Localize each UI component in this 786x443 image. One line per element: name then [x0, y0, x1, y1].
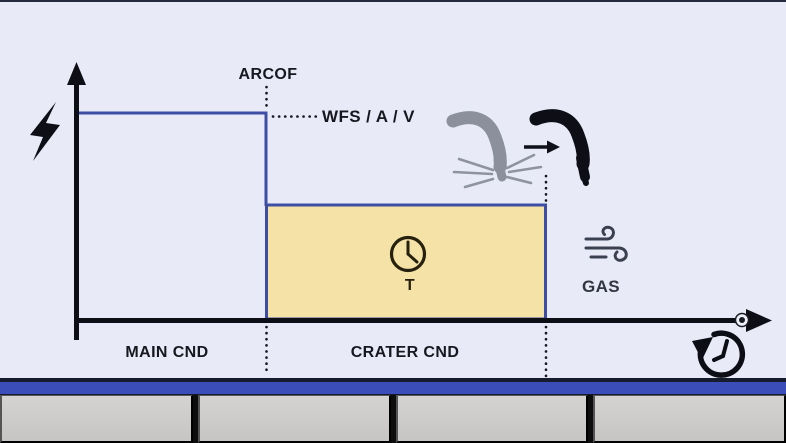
- arrow-right-icon: [524, 140, 560, 154]
- softkey-button-4[interactable]: [593, 395, 786, 443]
- softkey-button-1[interactable]: [0, 395, 193, 443]
- crater-time-label: T: [404, 277, 416, 294]
- gas-label: GAS: [581, 277, 621, 296]
- clock-icon: [389, 235, 427, 273]
- wfs-a-v-label: WFS / A / V: [322, 107, 415, 126]
- top-border: [0, 0, 786, 2]
- crater-cnd-label: CRATER CND: [350, 344, 460, 361]
- welding-torch-arc-on-icon: [446, 111, 543, 189]
- welding-torch-arc-off-icon: [529, 109, 590, 186]
- gas-flow-icon: [584, 225, 628, 262]
- softkey-button-2[interactable]: [197, 395, 391, 443]
- target-dot-icon: [734, 312, 750, 328]
- timer-history-icon: [692, 330, 746, 378]
- softkey-row: [0, 395, 786, 443]
- main-cnd-label: MAIN CND: [125, 344, 209, 361]
- lightning-bolt-icon: [30, 102, 60, 161]
- footer-divider: [0, 378, 786, 382]
- x-axis: [74, 309, 772, 332]
- footer-accent-bar: [0, 382, 786, 395]
- crater-box: [265, 203, 547, 321]
- y-axis: [67, 62, 86, 340]
- softkey-button-3[interactable]: [395, 395, 589, 443]
- arcof-label: ARCOF: [238, 66, 298, 83]
- main-level-line: [77, 111, 268, 206]
